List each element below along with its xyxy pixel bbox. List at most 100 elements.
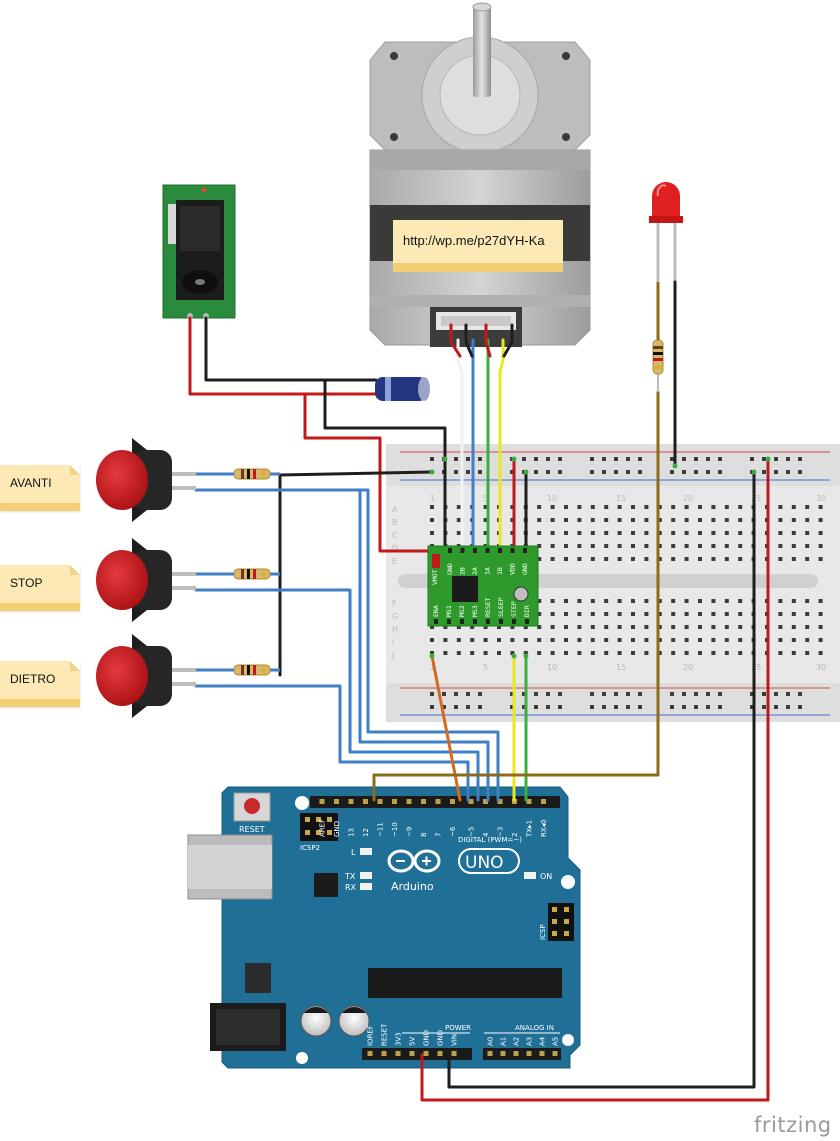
arduino-power-pin-label: VIN <box>451 1034 459 1046</box>
bb-col-5-b: 5 <box>483 663 488 672</box>
arduino-digital-pin-label: ~5 <box>468 827 476 837</box>
bb-col-30: 30 <box>816 494 826 503</box>
wire-red-5v <box>420 457 770 1102</box>
bb-row-e: E <box>392 557 397 566</box>
arduino-digital-pin-label: AREF <box>319 819 327 837</box>
bb-col-15-b: 15 <box>616 663 626 672</box>
arduino-logo <box>387 848 520 874</box>
arduino-power-pin-label: GND <box>437 1030 445 1046</box>
led-resistor <box>652 282 664 392</box>
stepper-motor <box>369 2 591 347</box>
digital-label: DIGITAL (PWM=~) <box>458 836 522 844</box>
power-label: POWER <box>445 1024 471 1032</box>
bb-col-1-b: 1 <box>430 663 435 672</box>
led-l-label: L <box>351 848 356 857</box>
arduino-wordmark: Arduino <box>391 880 434 893</box>
stop-label: STOP <box>10 576 43 590</box>
fritzing-logo: fritzing <box>754 1113 832 1137</box>
wires <box>188 280 770 1102</box>
arduino-power-pin-label: 3V3 <box>395 1032 403 1046</box>
push-button <box>96 634 196 718</box>
wire-black-motor-conn <box>464 323 474 358</box>
bb-col-25: 25 <box>751 494 761 503</box>
bb-row-f: F <box>392 599 397 608</box>
button-resistor <box>196 568 280 580</box>
arduino-digital-pin-label: ~10 <box>391 822 399 837</box>
bb-col-25-b: 25 <box>751 663 761 672</box>
bb-col-5: 5 <box>483 494 488 503</box>
reset-label: RESET <box>239 825 265 834</box>
wire-brown-led <box>372 390 660 802</box>
button-resistor <box>196 664 280 676</box>
driver-bottom-pin-label: MS2 <box>458 605 466 617</box>
arduino-analog-pin-label: A1 <box>500 1037 508 1046</box>
wire-red-jack <box>188 316 442 553</box>
push-button <box>96 538 196 622</box>
arduino-digital-pin-label: ~9 <box>406 827 414 837</box>
driver-bottom-pin-label: RESET <box>484 597 492 617</box>
arduino-analog-pin-label: A0 <box>487 1037 495 1046</box>
wire-black-jack <box>204 316 447 553</box>
dc-power-jack <box>162 184 236 319</box>
motor-url-note: http://wp.me/p27dYH-Ka <box>393 220 563 272</box>
driver-top-pin-label: GND <box>446 563 454 575</box>
dietro-label: DIETRO <box>10 672 56 686</box>
arduino-analog-pin-label: A4 <box>539 1036 547 1046</box>
bb-col-10-b: 10 <box>547 663 557 672</box>
bb-row-j: J <box>391 651 394 660</box>
capacitor <box>375 377 430 401</box>
icsp2-label: ICSP2 <box>300 844 320 852</box>
driver-bottom-pin-label: MS1 <box>445 605 453 617</box>
wire-blue-extra <box>194 488 500 802</box>
arduino-digital-pin-label: 12 <box>362 828 370 837</box>
arduino-analog-pin-label: A2 <box>513 1037 521 1046</box>
bb-col-20: 20 <box>683 494 693 503</box>
arduino-analog-pin-label: A5 <box>552 1037 560 1046</box>
wire-black-motor-conn2 <box>502 323 514 358</box>
wire-yellow-motor <box>498 338 505 553</box>
analog-label: ANALOG IN <box>515 1024 554 1032</box>
driver-bottom-pin-label: STEP <box>510 601 518 617</box>
push-button <box>96 438 196 522</box>
wire-red-motor-conn <box>449 323 462 358</box>
wire-white-motor <box>456 338 464 553</box>
driver-top-pin-label: VDD <box>509 563 517 575</box>
driver-pin-vmot: VMOT <box>431 569 439 585</box>
arduino-digital-pin-label: RX◂0 <box>540 819 548 837</box>
driver-top-pin-label: 2A <box>471 567 479 575</box>
bb-col-1: 1 <box>430 494 435 503</box>
driver-top-pin-label: 1A <box>484 567 492 575</box>
arduino-digital-pin-label: GND <box>333 821 341 837</box>
arduino-digital-pin-label: TX▸1 <box>526 820 534 838</box>
arduino-power-pin-label: 5V <box>409 1037 417 1046</box>
uno-label: UNO <box>465 853 504 873</box>
led-tx-label: TX <box>344 872 356 881</box>
arduino-digital-pin-label: 13 <box>348 828 356 837</box>
bb-col-30-b: 30 <box>816 663 826 672</box>
red-led <box>649 182 683 282</box>
led-rx-label: RX <box>345 883 357 892</box>
arduino-power-pin-label: GND <box>423 1030 431 1046</box>
wire-blue-stop <box>194 588 480 802</box>
bb-row-b: B <box>392 518 398 527</box>
icsp-label: ICSP <box>539 924 547 940</box>
driver-bottom-pin-label: SLEEP <box>497 597 505 617</box>
motor-url-text: http://wp.me/p27dYH-Ka <box>403 233 545 248</box>
driver-top-pin-label: GND <box>521 563 529 575</box>
driver-top-pin-label: 1B <box>496 567 504 575</box>
bb-row-i: I <box>392 638 394 647</box>
arduino-digital-pin-label: 7 <box>435 833 443 837</box>
dietro-note: DIETRO <box>0 661 80 707</box>
bb-row-g: G <box>392 612 398 621</box>
led-on-label: ON <box>540 872 552 881</box>
driver-bottom-pin-label: MS3 <box>471 605 479 617</box>
avanti-note: AVANTI <box>0 465 80 511</box>
bb-row-d: D <box>392 544 398 553</box>
button-resistor <box>196 468 280 480</box>
arduino-digital-pin-label: ~6 <box>449 826 457 837</box>
bb-col-15: 15 <box>616 494 626 503</box>
wire-red-motor-conn2 <box>484 323 492 358</box>
